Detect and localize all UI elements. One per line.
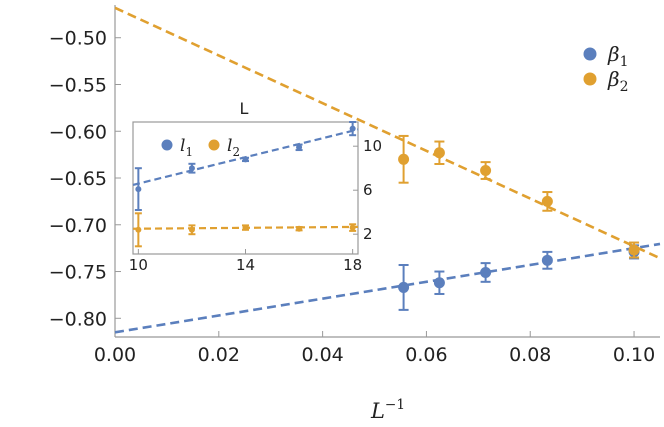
data-point bbox=[398, 153, 410, 165]
y-tick-label: −0.65 bbox=[49, 168, 107, 190]
data-point bbox=[135, 186, 142, 193]
y-tick-label: 6 bbox=[363, 181, 373, 199]
data-point bbox=[628, 244, 640, 256]
data-point bbox=[349, 125, 356, 132]
fit-line-1 bbox=[114, 242, 661, 334]
fit-line-2 bbox=[114, 6, 661, 260]
x-tick-label: 14 bbox=[236, 256, 255, 274]
main-plot: 0.00 0.02 0.04 0.06 0.08 0.10 −0.50 −0.55 −0.60 −… bbox=[49, 5, 661, 423]
x-tick-label: 0.02 bbox=[198, 344, 240, 366]
y-tick-label: −0.75 bbox=[49, 262, 107, 284]
x-tick-label: 18 bbox=[343, 256, 362, 274]
y-tick-label: −0.55 bbox=[49, 74, 107, 96]
data-point bbox=[296, 144, 303, 151]
data-point bbox=[433, 277, 445, 289]
inset-legend-label: l2 bbox=[227, 136, 240, 159]
y-tick-label: −0.70 bbox=[49, 215, 107, 237]
y-tick-label: 10 bbox=[363, 137, 382, 155]
x-tick-label: 0.00 bbox=[94, 344, 136, 366]
legend-label: β1 bbox=[607, 42, 628, 70]
data-point bbox=[242, 156, 249, 163]
data-point bbox=[242, 224, 249, 231]
data-point bbox=[480, 165, 492, 177]
data-point bbox=[296, 225, 303, 232]
y-tick-label: 2 bbox=[363, 225, 373, 243]
legend-label: β2 bbox=[607, 67, 628, 95]
data-point bbox=[541, 254, 553, 266]
x-tick-label: 0.10 bbox=[613, 344, 655, 366]
data-point bbox=[188, 165, 195, 172]
inset-title: L bbox=[240, 99, 249, 118]
legend-marker bbox=[583, 47, 597, 61]
inset-plot: 10 14 182 6 10 Ll1 l2 bbox=[129, 99, 382, 274]
x-tick-label: 0.08 bbox=[509, 344, 551, 366]
data-point bbox=[433, 147, 445, 159]
legend-marker bbox=[583, 72, 597, 86]
inset-legend-marker bbox=[208, 139, 220, 151]
y-tick-label: −0.50 bbox=[49, 28, 107, 50]
y-tick-label: −0.80 bbox=[49, 308, 107, 330]
x-tick-label: 10 bbox=[129, 256, 148, 274]
data-point bbox=[541, 195, 553, 207]
data-point bbox=[349, 224, 356, 231]
y-tick-label: −0.60 bbox=[49, 121, 107, 143]
x-tick-label: 0.06 bbox=[405, 344, 447, 366]
data-point bbox=[135, 226, 142, 233]
x-tick-label: 0.04 bbox=[301, 344, 343, 366]
data-point bbox=[188, 226, 195, 233]
data-point bbox=[480, 266, 492, 278]
inset-legend-marker bbox=[161, 139, 173, 151]
data-point bbox=[398, 281, 410, 293]
x-axis-label: L−1 bbox=[370, 397, 405, 423]
inset-legend-label: l1 bbox=[180, 136, 193, 159]
